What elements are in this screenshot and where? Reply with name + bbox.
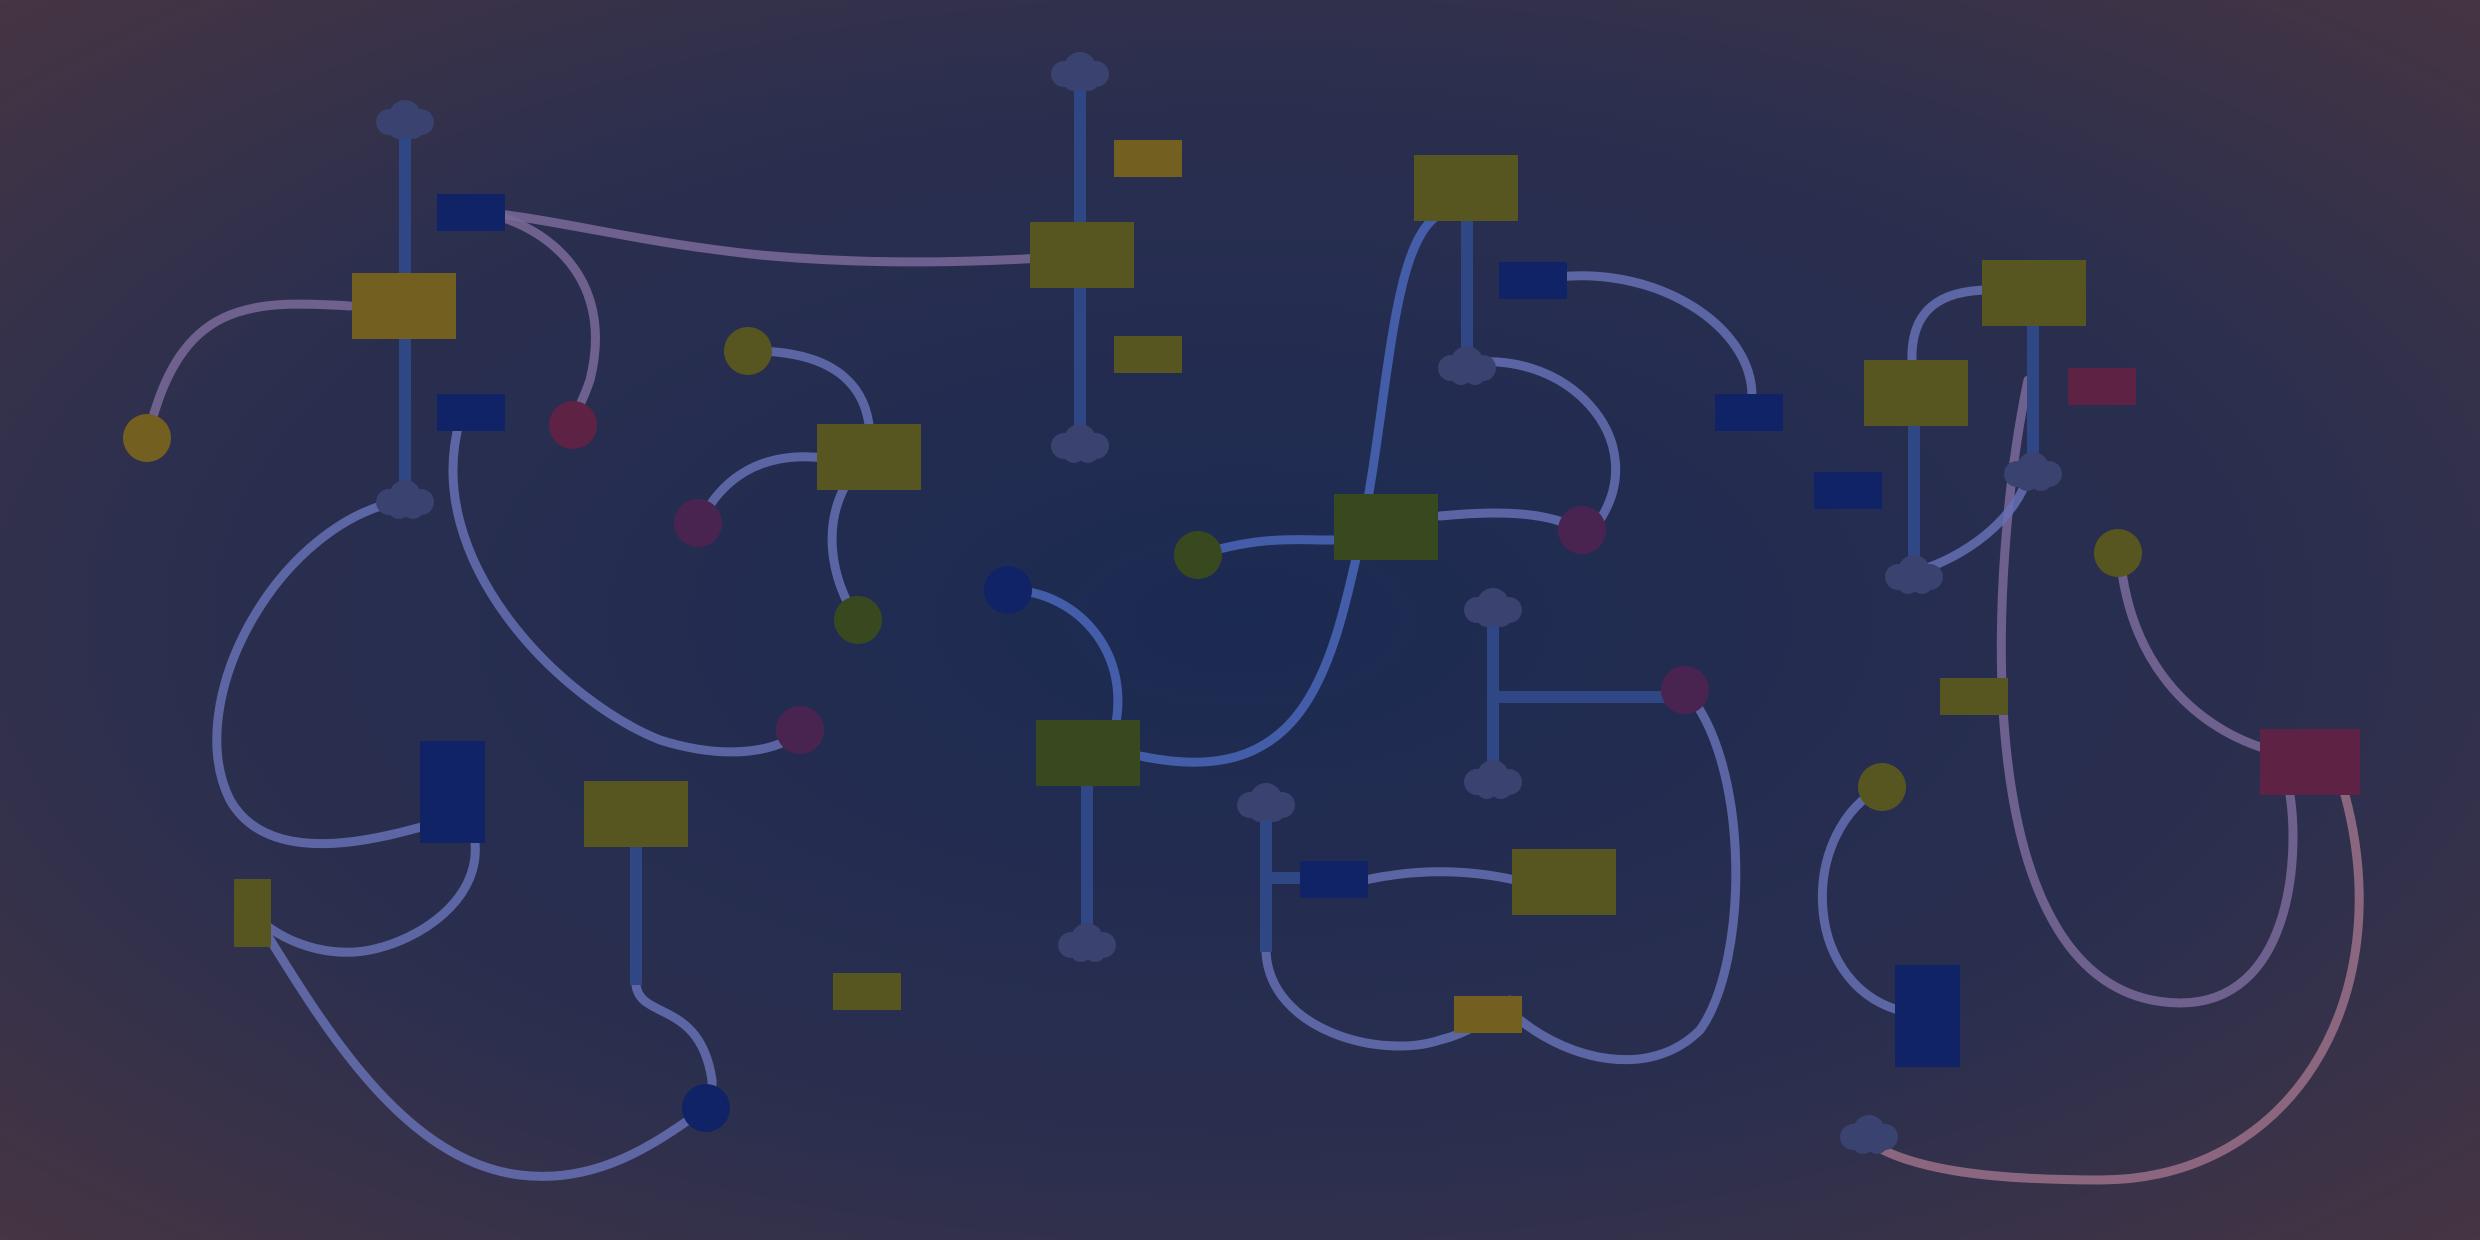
circle-node-11 <box>682 1084 730 1132</box>
cloud-puff <box>1911 572 1933 594</box>
connector-25 <box>1907 285 1995 367</box>
rect-node-6 <box>1114 140 1182 177</box>
rect-node-16 <box>833 973 901 1010</box>
stock-cloud-5 <box>1438 346 1496 385</box>
stock-cloud-3 <box>1051 52 1109 91</box>
connector-22 <box>1855 790 2364 1185</box>
valve-3 <box>1056 140 1104 176</box>
connector-3 <box>143 299 355 441</box>
rect-node-4 <box>817 424 921 490</box>
stock-cloud-11 <box>1885 555 1943 594</box>
cloud-puff <box>402 497 424 519</box>
cloud-puff <box>1490 777 1512 799</box>
cloud-puff <box>1263 800 1285 822</box>
connector-24 <box>1817 782 1903 1015</box>
valve-2 <box>381 395 429 431</box>
cloud-puff <box>402 117 424 139</box>
valve-7 <box>1063 837 1111 873</box>
stock-cloud-2 <box>376 480 434 519</box>
circle-node-3 <box>724 327 772 375</box>
cloud-puff <box>1077 441 1099 463</box>
cloud-puff <box>2030 469 2052 491</box>
cloud-puff <box>1490 605 1512 627</box>
rect-node-23 <box>1814 472 1882 509</box>
rect-node-9 <box>1499 262 1567 299</box>
circle-node-5 <box>834 596 882 644</box>
circle-node-10 <box>1661 666 1709 714</box>
valve-11 <box>1890 472 1938 508</box>
connector-2 <box>441 203 1085 267</box>
stock-cloud-7 <box>1464 760 1522 799</box>
rect-node-15 <box>1454 996 1522 1033</box>
rect-node-14 <box>1512 849 1616 915</box>
stock-cloud-10 <box>2004 452 2062 491</box>
circle-node-9 <box>1558 506 1606 554</box>
connector-23 <box>2115 550 2275 755</box>
valve-10 <box>2009 369 2057 405</box>
rect-node-25 <box>2260 729 2360 795</box>
connector-12 <box>1003 585 1123 750</box>
circle-node-6 <box>776 706 824 754</box>
rect-node-10 <box>1715 394 1783 431</box>
circle-node-7 <box>984 566 1032 614</box>
valve-1 <box>381 194 429 230</box>
circle-node-12 <box>2094 529 2142 577</box>
rect-node-19 <box>234 879 271 947</box>
stock-cloud-1 <box>376 100 434 139</box>
rect-node-18 <box>420 741 485 843</box>
rect-node-21 <box>2068 368 2136 405</box>
rect-node-12 <box>1036 720 1140 786</box>
stock-cloud-8 <box>1058 923 1116 962</box>
stock-cloud-9 <box>1237 783 1295 822</box>
valve-5 <box>1443 263 1491 299</box>
rect-node-1 <box>352 273 456 339</box>
valve-4 <box>1056 337 1104 373</box>
connector-11 <box>631 980 717 1110</box>
circle-node-13 <box>1858 763 1906 811</box>
circle-node-8 <box>1174 531 1222 579</box>
connector-4 <box>212 495 457 849</box>
connector-20 <box>1360 867 1520 885</box>
rect-node-8 <box>1414 155 1518 221</box>
stock-cloud-6 <box>1464 588 1522 627</box>
rect-node-5 <box>1030 222 1134 288</box>
connector-5 <box>448 415 805 757</box>
rect-node-22 <box>1864 360 1968 426</box>
connector-16 <box>1450 357 1621 532</box>
circle-node-4 <box>674 499 722 547</box>
cloud-puff <box>1464 363 1486 385</box>
valve-9 <box>612 895 660 931</box>
rect-node-17 <box>584 781 688 847</box>
connector-18 <box>1515 685 1741 1065</box>
cloud-puff <box>1866 1132 1888 1154</box>
stock-cloud-12 <box>1840 1115 1898 1154</box>
rect-node-13 <box>1300 861 1368 898</box>
connector-6 <box>743 346 875 445</box>
rect-node-24 <box>1940 678 2008 715</box>
circle-node-1 <box>123 414 171 462</box>
rect-node-2 <box>437 194 505 231</box>
rect-node-26 <box>1895 965 1960 1067</box>
cloud-puff <box>1084 940 1106 962</box>
connector-9 <box>248 838 480 957</box>
rect-node-3 <box>437 394 505 431</box>
connector-21 <box>1996 375 2298 1008</box>
rect-node-20 <box>1982 260 2086 326</box>
rect-node-11 <box>1334 494 1438 560</box>
connector-10 <box>248 907 711 1181</box>
circle-node-2 <box>549 401 597 449</box>
rect-node-7 <box>1114 336 1182 373</box>
stock-cloud-4 <box>1051 424 1109 463</box>
cloud-puff <box>1077 69 1099 91</box>
connector-17 <box>1525 271 1757 401</box>
